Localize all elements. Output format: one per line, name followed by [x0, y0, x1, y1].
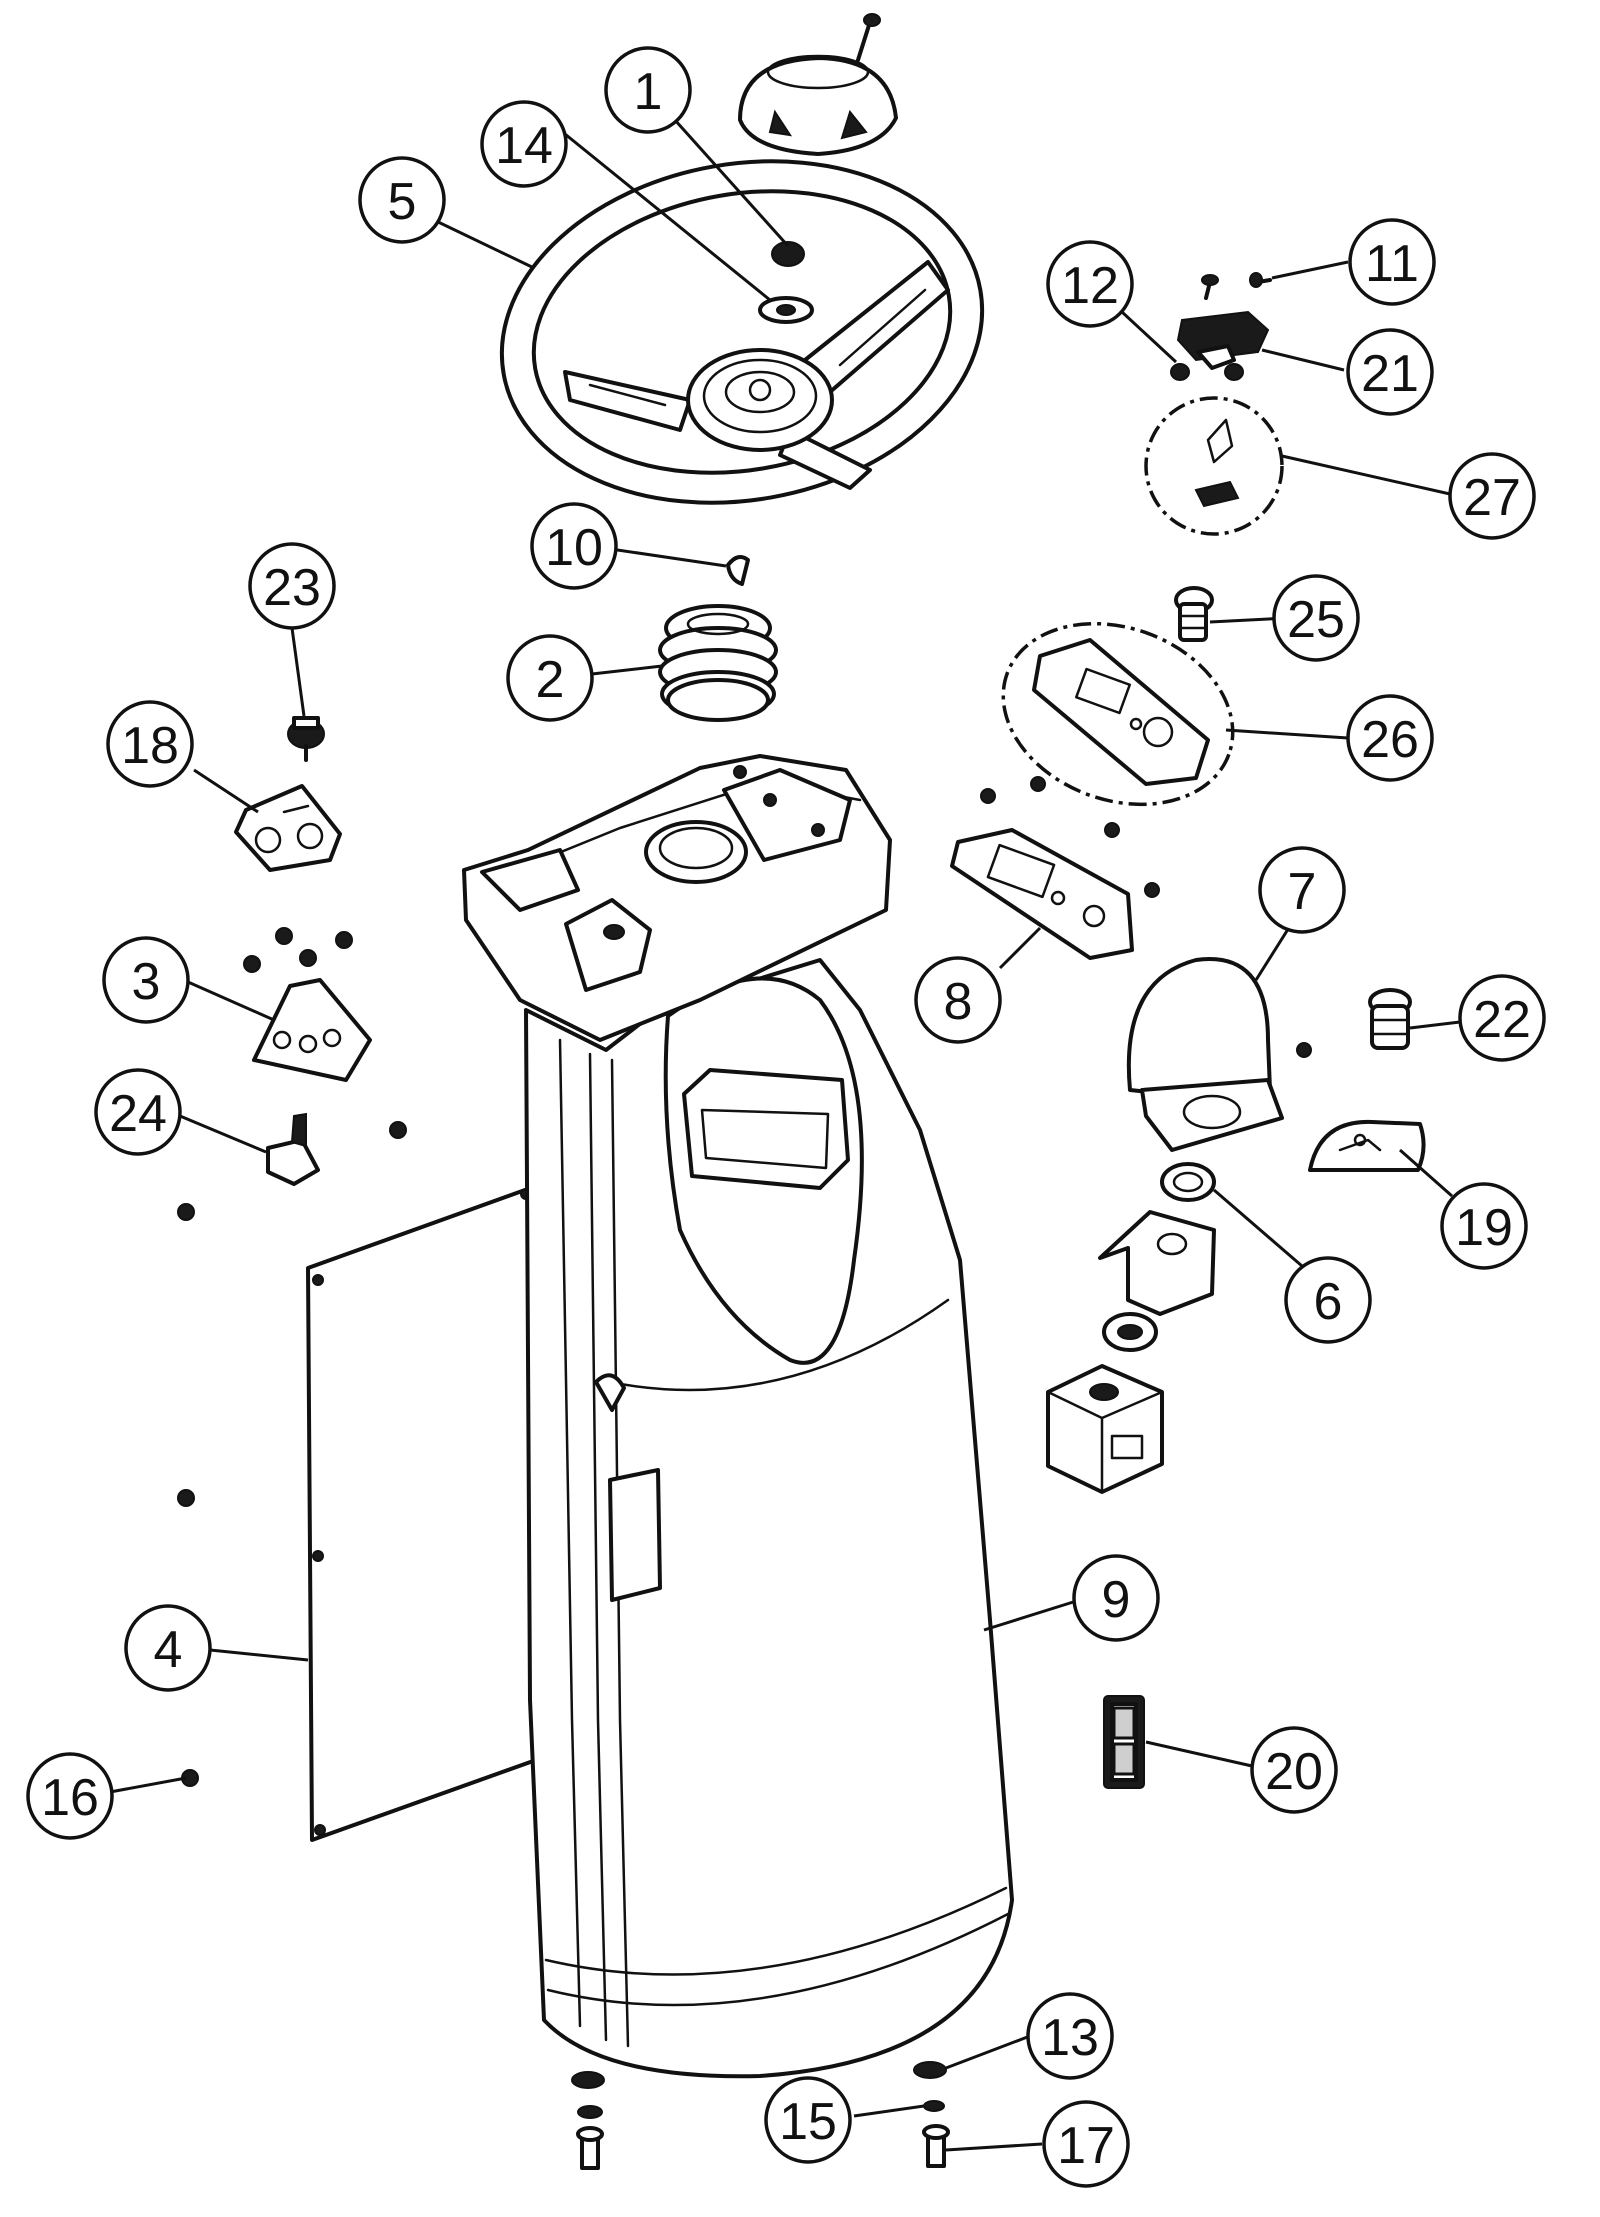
- callout-4: 4: [124, 1604, 212, 1692]
- callout-23: 23: [248, 542, 336, 630]
- cover-7: [1126, 957, 1312, 1152]
- svg-text:3: 3: [132, 953, 161, 1011]
- svg-text:10: 10: [545, 519, 603, 577]
- button-22: [1368, 988, 1412, 1050]
- callout-24: 24: [94, 1068, 182, 1156]
- callout-15: 15: [764, 2076, 852, 2164]
- callout-7: 7: [1258, 846, 1346, 934]
- svg-text:19: 19: [1455, 1199, 1513, 1257]
- svg-text:20: 20: [1265, 1743, 1323, 1801]
- svg-text:11: 11: [1365, 235, 1419, 293]
- callout-18: 18: [106, 700, 194, 788]
- callout-19: 19: [1440, 1182, 1528, 1270]
- svg-text:5: 5: [388, 173, 417, 231]
- svg-text:24: 24: [109, 1085, 167, 1143]
- parts-drawing: [177, 13, 1426, 2170]
- svg-text:17: 17: [1057, 2117, 1115, 2175]
- plate-3: [243, 927, 372, 1082]
- callout-2: 2: [506, 634, 594, 722]
- callout-20: 20: [1250, 1726, 1338, 1814]
- callout-10: 10: [530, 502, 618, 590]
- callout-8: 8: [914, 956, 1002, 1044]
- svg-text:12: 12: [1061, 257, 1119, 315]
- svg-text:21: 21: [1361, 345, 1419, 403]
- svg-text:14: 14: [495, 117, 553, 175]
- svg-text:9: 9: [1102, 1571, 1131, 1629]
- key-switch-23: [287, 716, 325, 762]
- display-panel-8: [950, 776, 1160, 960]
- svg-text:23: 23: [263, 559, 321, 617]
- side-panel-4: [177, 1184, 538, 1842]
- svg-text:22: 22: [1473, 991, 1531, 1049]
- svg-text:2: 2: [536, 651, 565, 709]
- callout-1: 1: [604, 46, 692, 134]
- svg-text:6: 6: [1314, 1273, 1343, 1331]
- svg-text:1: 1: [634, 63, 663, 121]
- svg-text:25: 25: [1287, 591, 1345, 649]
- svg-text:27: 27: [1463, 469, 1521, 527]
- callout-21: 21: [1346, 328, 1434, 416]
- callout-27: 27: [1448, 452, 1536, 540]
- label-19: [1308, 1119, 1426, 1172]
- svg-text:7: 7: [1288, 863, 1317, 921]
- steering-column-9: [462, 754, 1014, 2079]
- svg-text:13: 13: [1041, 2009, 1099, 2067]
- callout-9: 9: [1072, 1554, 1160, 1642]
- bellows: [658, 604, 778, 722]
- pin-10: [726, 554, 750, 586]
- horn-cap: [738, 13, 898, 156]
- svg-text:26: 26: [1361, 711, 1419, 769]
- callout-11: 11: [1348, 218, 1436, 306]
- callouts: 1 2 3 4 5 6 7 8 9 10 11 12 13 14 15 16 1…: [26, 46, 1546, 2188]
- callout-22: 22: [1458, 974, 1546, 1062]
- horn-switch-assembly: [1170, 272, 1272, 381]
- callout-5: 5: [358, 156, 446, 244]
- callout-12: 12: [1046, 240, 1134, 328]
- svg-text:15: 15: [779, 2093, 837, 2151]
- callout-26: 26: [1346, 694, 1434, 782]
- bracket-18: [234, 784, 342, 872]
- callout-14: 14: [480, 100, 568, 188]
- button-25: [1174, 586, 1214, 642]
- callout-17: 17: [1042, 2100, 1130, 2188]
- svg-text:8: 8: [944, 973, 973, 1031]
- ring-and-bracket: [1098, 1162, 1216, 1352]
- steering-wheel: [499, 159, 985, 505]
- svg-text:16: 16: [41, 1769, 99, 1827]
- bottom-fasteners: [571, 2061, 950, 2170]
- callout-25: 25: [1272, 574, 1360, 662]
- callout-6: 6: [1284, 1256, 1372, 1344]
- callout-16: 16: [26, 1752, 114, 1840]
- detail-circle-27: [1144, 396, 1284, 536]
- rocker-switch-20: [1103, 1695, 1145, 1789]
- detail-ellipse-26: [1001, 621, 1235, 807]
- svg-text:18: 18: [121, 717, 179, 775]
- svg-text:4: 4: [154, 1621, 183, 1679]
- callout-3: 3: [102, 936, 190, 1024]
- switch-block: [1046, 1364, 1164, 1494]
- toggle-switch-24: [177, 1112, 407, 1221]
- callout-13: 13: [1026, 1992, 1114, 2080]
